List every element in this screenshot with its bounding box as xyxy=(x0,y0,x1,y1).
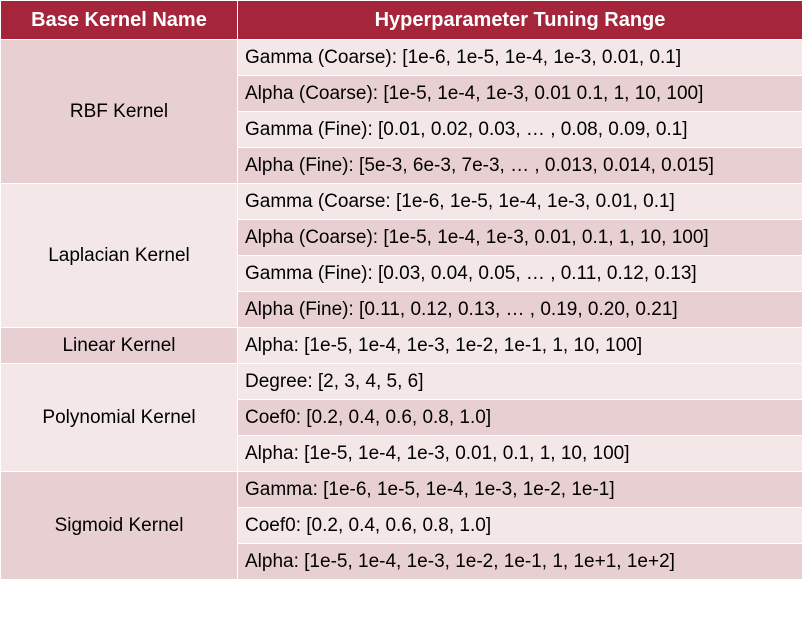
table-row: Gamma (Fine): [0.03, 0.04, 0.05, … , 0.1… xyxy=(1,255,803,292)
range-cell: Gamma: [1e-6, 1e-5, 1e-4, 1e-3, 1e-2, 1e… xyxy=(237,471,803,508)
kernel-name-sigmoid: Sigmoid Kernel xyxy=(0,471,238,580)
table-row: Linear Kernel Alpha: [1e-5, 1e-4, 1e-3, … xyxy=(0,327,803,364)
range-cell: Gamma (Fine): [0.01, 0.02, 0.03, … , 0.0… xyxy=(237,111,803,148)
kernel-name-rbf: RBF Kernel xyxy=(0,39,238,184)
table-row: RBF Kernel Gamma (Coarse): [1e-6, 1e-5, … xyxy=(0,39,803,184)
kernel-name-polynomial: Polynomial Kernel xyxy=(0,363,238,472)
table-row: Alpha: [1e-5, 1e-4, 1e-3, 0.01, 0.1, 1, … xyxy=(1,435,803,472)
table-row: Gamma (Fine): [0.01, 0.02, 0.03, … , 0.0… xyxy=(1,111,803,148)
table-row: Alpha (Coarse): [1e-5, 1e-4, 1e-3, 0.01,… xyxy=(1,219,803,256)
range-cell: Gamma (Fine): [0.03, 0.04, 0.05, … , 0.1… xyxy=(237,255,803,292)
header-tuning-range: Hyperparameter Tuning Range xyxy=(237,0,803,40)
range-cell: Alpha: [1e-5, 1e-4, 1e-3, 0.01, 0.1, 1, … xyxy=(237,435,803,472)
range-cell: Alpha: [1e-5, 1e-4, 1e-3, 1e-2, 1e-1, 1,… xyxy=(237,543,803,580)
header-base-kernel-name: Base Kernel Name xyxy=(0,0,238,40)
range-cell: Coef0: [0.2, 0.4, 0.6, 0.8, 1.0] xyxy=(237,399,803,436)
range-cell: Alpha (Coarse): [1e-5, 1e-4, 1e-3, 0.01 … xyxy=(237,75,803,112)
table-row: Coef0: [0.2, 0.4, 0.6, 0.8, 1.0] xyxy=(1,507,803,544)
range-cell: Gamma (Coarse: [1e-6, 1e-5, 1e-4, 1e-3, … xyxy=(237,183,803,220)
header-row: Base Kernel Name Hyperparameter Tuning R… xyxy=(0,0,803,40)
table-row: Polynomial Kernel Degree: [2, 3, 4, 5, 6… xyxy=(0,363,803,472)
table-row: Alpha (Fine): [0.11, 0.12, 0.13, … , 0.1… xyxy=(1,291,803,328)
range-cell: Alpha (Fine): [0.11, 0.12, 0.13, … , 0.1… xyxy=(237,291,803,328)
kernel-name-laplacian: Laplacian Kernel xyxy=(0,183,238,328)
range-cell: Degree: [2, 3, 4, 5, 6] xyxy=(237,363,803,400)
kernel-hyperparameter-table: Base Kernel Name Hyperparameter Tuning R… xyxy=(0,0,803,580)
table-row: Alpha: [1e-5, 1e-4, 1e-3, 1e-2, 1e-1, 1,… xyxy=(1,543,803,580)
table-row: Sigmoid Kernel Gamma: [1e-6, 1e-5, 1e-4,… xyxy=(0,471,803,580)
range-cell: Coef0: [0.2, 0.4, 0.6, 0.8, 1.0] xyxy=(237,507,803,544)
kernel-name-linear: Linear Kernel xyxy=(0,327,238,364)
table-row: Coef0: [0.2, 0.4, 0.6, 0.8, 1.0] xyxy=(1,399,803,436)
table-row: Alpha (Coarse): [1e-5, 1e-4, 1e-3, 0.01 … xyxy=(1,75,803,112)
range-cell: Alpha (Fine): [5e-3, 6e-3, 7e-3, … , 0.0… xyxy=(237,147,803,184)
table-row: Laplacian Kernel Gamma (Coarse: [1e-6, 1… xyxy=(0,183,803,328)
range-cell: Alpha: [1e-5, 1e-4, 1e-3, 1e-2, 1e-1, 1,… xyxy=(237,327,803,364)
range-cell: Gamma (Coarse): [1e-6, 1e-5, 1e-4, 1e-3,… xyxy=(237,39,803,76)
range-cell: Alpha (Coarse): [1e-5, 1e-4, 1e-3, 0.01,… xyxy=(237,219,803,256)
